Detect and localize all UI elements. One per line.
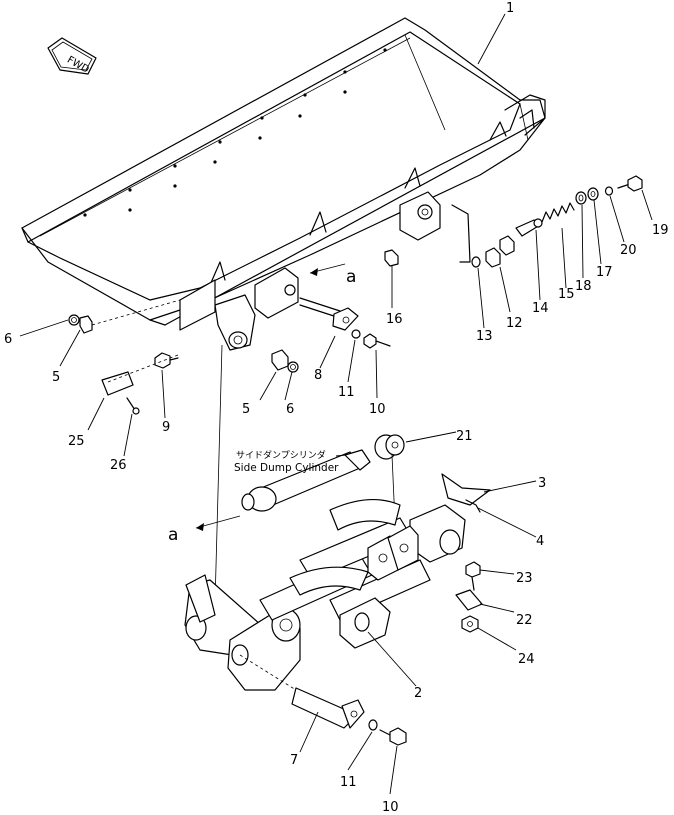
label-11-lower: 11 (340, 775, 357, 790)
label-20: 20 (620, 243, 637, 258)
part-15-spring (541, 202, 575, 223)
leader-lines (19, 13, 653, 795)
blade-assembly (21, 17, 546, 351)
part-3-shim (441, 473, 491, 506)
section-mark-a-upper: a (346, 267, 356, 287)
part-14-pin (515, 218, 543, 237)
label-1: 1 (506, 1, 514, 16)
label-21: 21 (456, 429, 473, 444)
label-7: 7 (290, 753, 298, 768)
label-10-upper: 10 (369, 402, 386, 417)
part-8-pin (299, 297, 359, 331)
label-11-upper: 11 (338, 385, 355, 400)
part-18-washer (575, 191, 587, 205)
label-5-left: 5 (52, 370, 60, 385)
label-9: 9 (162, 420, 170, 435)
label-15: 15 (558, 287, 575, 302)
part-10-bolt-upper (363, 333, 391, 349)
part-25-plate (101, 371, 134, 396)
part-26-screw (126, 397, 140, 415)
blade-bolt-holes (83, 48, 387, 217)
frame-assembly (184, 344, 466, 691)
part-19-bolt (617, 175, 643, 192)
part-4-plate (465, 499, 481, 513)
side-dump-cylinder (241, 449, 371, 512)
label-12: 12 (506, 316, 523, 331)
part-12-bushings (485, 235, 515, 268)
part-23-bolt (465, 561, 481, 591)
label-18: 18 (575, 279, 592, 294)
part-16-grease-fitting (384, 249, 399, 267)
part-10-bolt-lower (379, 727, 407, 746)
label-23: 23 (516, 571, 533, 586)
label-26: 26 (110, 458, 127, 473)
label-4: 4 (536, 534, 544, 549)
label-3: 3 (538, 476, 546, 491)
part-17-nut (587, 187, 599, 201)
fwd-arrow-icon (47, 37, 97, 75)
part-21-clevis (374, 434, 405, 460)
part-13-seal (471, 256, 481, 268)
label-25: 25 (68, 434, 85, 449)
part-11-washer-lower (368, 719, 378, 731)
label-10-lower: 10 (382, 800, 399, 815)
label-17: 17 (596, 265, 613, 280)
part-5-bushing-center (271, 349, 289, 371)
part-9-bolt (154, 352, 179, 369)
part-22-pin (455, 589, 483, 611)
part-7-pin (291, 687, 365, 729)
part-24-nut (461, 615, 479, 633)
label-19: 19 (652, 223, 669, 238)
part-6-ring-center (287, 361, 299, 373)
section-mark-a-lower: a (168, 525, 178, 545)
label-16: 16 (386, 312, 403, 327)
label-14: 14 (532, 301, 549, 316)
label-8: 8 (314, 368, 322, 383)
part-6-ring-left (68, 314, 80, 326)
label-6-left: 6 (4, 332, 12, 347)
part-5-bushing-left (79, 315, 93, 334)
label-22: 22 (516, 613, 533, 628)
cylinder-label-en: Side Dump Cylinder (234, 462, 339, 474)
label-5-center: 5 (242, 402, 250, 417)
label-24: 24 (518, 652, 535, 667)
label-6-center: 6 (286, 402, 294, 417)
part-20-washer (604, 186, 614, 196)
cylinder-label-jp: サイドダンプシリンダ (236, 449, 326, 461)
part-11-washer-upper (351, 329, 361, 339)
label-2: 2 (414, 686, 422, 701)
label-13: 13 (476, 329, 493, 344)
part-labels: 1 2 3 4 5 5 6 6 7 8 9 10 10 11 11 12 13 … (4, 1, 669, 815)
